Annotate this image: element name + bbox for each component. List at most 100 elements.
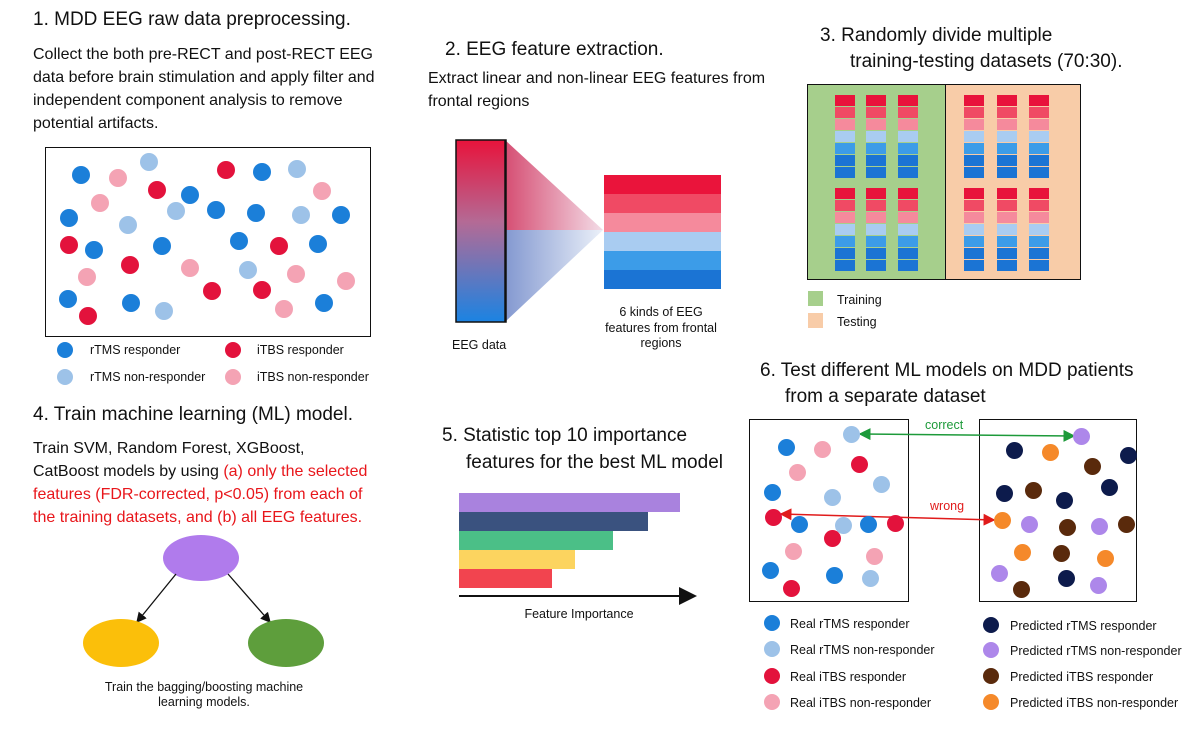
predicted-label-dot	[993, 511, 1011, 529]
predicted-label-dot	[1041, 443, 1059, 461]
legend-dot-itbs-responder	[225, 342, 241, 358]
predicted-label-dot	[1055, 491, 1073, 509]
dataset-stack-cell	[898, 212, 918, 223]
legend-label-rtms-nonresponder: rTMS non-responder	[90, 370, 206, 384]
step4-description-red: (a) only the selected features (FDR-corr…	[33, 463, 368, 526]
real-label-dot	[790, 515, 808, 533]
real-label-dot	[763, 483, 781, 501]
feature-importance-label: Feature Importance	[524, 607, 634, 621]
real-label-dot	[825, 566, 843, 584]
dataset-stack-cell	[964, 260, 984, 271]
dataset-stack-cell	[866, 143, 886, 154]
root-node	[163, 535, 239, 581]
real-label-dot	[761, 561, 779, 579]
raw-eeg-dot	[119, 216, 137, 234]
dataset-stack-cell	[866, 248, 886, 259]
real-label-dot	[886, 514, 904, 532]
dataset-stack-cell	[964, 107, 984, 118]
legend-label-real-rtms-nonresponder: Real rTMS non-responder	[790, 643, 935, 657]
dataset-stack-cell	[835, 236, 855, 247]
raw-eeg-dot	[155, 302, 173, 320]
real-label-dot	[813, 440, 831, 458]
legend-dot-pred-rtms-nonresponder	[983, 642, 999, 658]
dataset-stack-cell	[866, 224, 886, 235]
raw-eeg-dot	[153, 237, 171, 255]
dataset-stack-cell	[866, 131, 886, 142]
legend-dot-pred-rtms-responder	[983, 617, 999, 633]
step5-title-line2: features for the best ML model	[466, 452, 723, 473]
legend-label-pred-rtms-nonresponder: Predicted rTMS non-responder	[1010, 644, 1182, 658]
dataset-stack-cell	[997, 167, 1017, 178]
dataset-stack-cell	[1029, 155, 1049, 166]
dataset-stack-cell	[997, 212, 1017, 223]
importance-bar-3	[459, 531, 613, 550]
predicted-label-dot	[995, 484, 1013, 502]
legend-label-training: Training	[837, 293, 882, 307]
dataset-stack-cell	[964, 224, 984, 235]
funnel-upper	[505, 140, 603, 230]
importance-bar-2	[459, 512, 648, 531]
step1-description: Collect the both pre-RECT and post-RECT …	[33, 46, 375, 132]
feature-row-4	[604, 232, 721, 251]
predicted-label-dot	[1058, 518, 1076, 536]
dataset-stack-cell	[1029, 248, 1049, 259]
dataset-stack-cell	[898, 260, 918, 271]
dataset-stack-cell	[866, 188, 886, 199]
dataset-stack-cell	[1029, 107, 1049, 118]
raw-eeg-dot	[181, 259, 199, 277]
predicted-label-dot	[1096, 549, 1114, 567]
dataset-stack-cell	[997, 188, 1017, 199]
predicted-label-dot	[1013, 543, 1031, 561]
real-label-dot	[764, 508, 782, 526]
funnel-lower	[505, 230, 603, 322]
real-label-dot	[823, 488, 841, 506]
dataset-stack-cell	[898, 119, 918, 130]
legend-dot-itbs-nonresponder	[225, 369, 241, 385]
step4-description-black: Train SVM, Random Forest, XGBoost, CatBo…	[33, 440, 305, 480]
raw-eeg-dot	[140, 153, 158, 171]
dataset-stack-cell	[997, 143, 1017, 154]
dataset-stack-cell	[1029, 131, 1049, 142]
dataset-stack-cell	[964, 212, 984, 223]
dataset-stack-cell	[1029, 224, 1049, 235]
real-label-dot	[788, 463, 806, 481]
dataset-stack-cell	[835, 167, 855, 178]
legend-dot-rtms-nonresponder	[57, 369, 73, 385]
dataset-stack-cell	[835, 95, 855, 106]
dataset-stack-cell	[964, 95, 984, 106]
real-label-dot	[777, 438, 795, 456]
raw-eeg-dot	[247, 204, 265, 222]
real-label-dot	[842, 425, 860, 443]
step3-title-line2: training-testing datasets (70:30).	[850, 51, 1123, 72]
feature-row-6	[604, 270, 721, 289]
legend-label-pred-rtms-responder: Predicted rTMS responder	[1010, 619, 1157, 633]
dataset-stack-cell	[1029, 119, 1049, 130]
legend-label-real-itbs-nonresponder: Real iTBS non-responder	[790, 696, 932, 710]
raw-eeg-dot	[337, 272, 355, 290]
dataset-stack-cell	[866, 119, 886, 130]
raw-eeg-dot	[72, 166, 90, 184]
real-label-dot	[861, 569, 879, 587]
predicted-label-dot	[1090, 517, 1108, 535]
predicted-label-dot	[990, 564, 1008, 582]
predicted-label-dot	[1020, 515, 1038, 533]
dataset-stack-cell	[835, 248, 855, 259]
eeg-data-label: EEG data	[452, 338, 507, 352]
dataset-stack-cell	[964, 248, 984, 259]
legend-label-real-itbs-responder: Real iTBS responder	[790, 670, 907, 684]
raw-eeg-dot	[288, 160, 306, 178]
dataset-stack-cell	[866, 260, 886, 271]
raw-eeg-dot	[181, 186, 199, 204]
predicted-label-dot	[1072, 427, 1090, 445]
raw-eeg-dot	[207, 201, 225, 219]
dataset-stack-cell	[964, 167, 984, 178]
dataset-stack-cell	[964, 155, 984, 166]
raw-eeg-dot	[309, 235, 327, 253]
legend-swatch-training	[808, 291, 823, 306]
legend-label-rtms-responder: rTMS responder	[90, 343, 181, 357]
dataset-stack-cell	[997, 95, 1017, 106]
dataset-stack-cell	[898, 236, 918, 247]
legend-dot-real-itbs-responder	[764, 668, 780, 684]
